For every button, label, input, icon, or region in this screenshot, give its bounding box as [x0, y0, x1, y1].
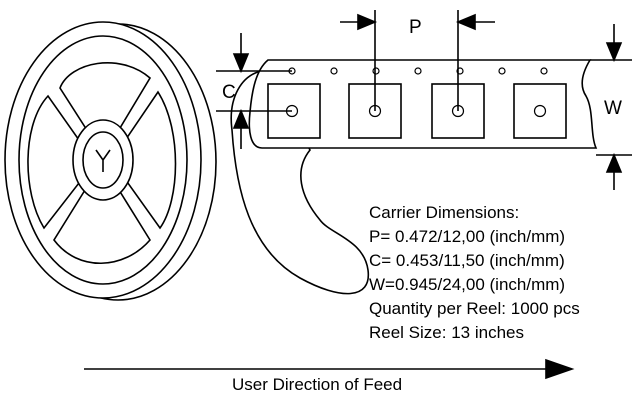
sprocket-hole [372, 67, 380, 75]
carrier-info-title: Carrier Dimensions: [369, 203, 519, 222]
tape-width-label: W [604, 98, 622, 119]
tape-strip [248, 59, 598, 149]
pocket-hole [533, 104, 547, 118]
sprocket-hole [498, 67, 506, 75]
feed-arrowhead [545, 358, 575, 380]
carrier-info-line: P= 0.472/12,00 (inch/mm) [369, 227, 565, 246]
pitch-label: P [409, 17, 422, 38]
carrier-info-line: Quantity per Reel: 1000 pcs [369, 299, 580, 318]
carrier-info-line: Reel Size: 13 inches [369, 323, 524, 342]
pitch-arrowhead-left [357, 13, 378, 31]
c-arrowhead-top [232, 53, 250, 74]
sprocket-hole [414, 67, 422, 75]
c-arrowhead-bottom [232, 108, 250, 129]
sprocket-hole [330, 67, 338, 75]
carrier-width-dimension [216, 33, 292, 149]
feed-direction-label: User Direction of Feed [232, 375, 402, 393]
reel-hub-key [95, 149, 111, 172]
tape-width-dimension [590, 24, 632, 190]
carrier-info-line: C= 0.453/11,50 (inch/mm) [369, 251, 565, 270]
sprocket-hole [540, 67, 548, 75]
reel [4, 21, 217, 301]
carrier-tape [230, 59, 598, 295]
carrier-info-line: W=0.945/24,00 (inch/mm) [369, 275, 565, 294]
pitch-arrowhead-right [455, 13, 476, 31]
pitch-dimension [340, 10, 495, 111]
w-arrowhead-bottom [605, 152, 623, 173]
carrier-info: Carrier Dimensions: P= 0.472/12,00 (inch… [369, 203, 580, 342]
w-arrowhead-top [605, 42, 623, 63]
feed-direction-arrow [84, 358, 575, 380]
sprocket-holes [288, 67, 548, 75]
carrier-width-label: C [222, 82, 236, 103]
